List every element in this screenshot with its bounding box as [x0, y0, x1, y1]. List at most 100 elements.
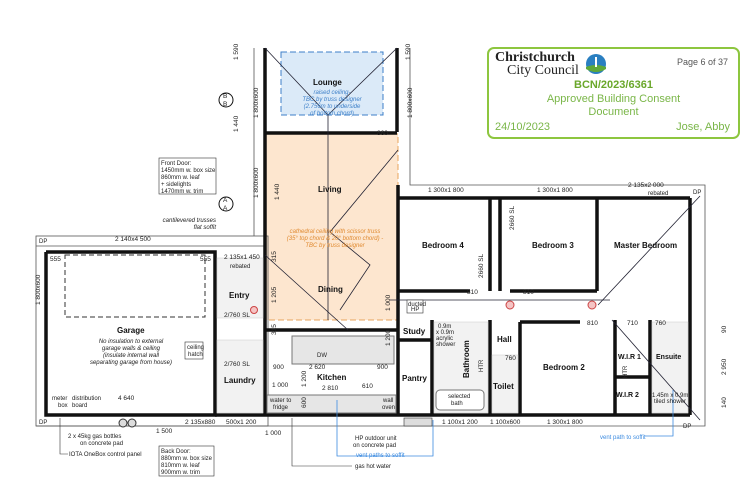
room-label-entry: Entry [229, 291, 250, 300]
svg-text:bath: bath [451, 401, 463, 407]
svg-text:1 800x600: 1 800x600 [407, 87, 414, 118]
room-label-bedroom-3: Bedroom 3 [532, 241, 574, 250]
ceiling-hatch-label: ceiling hatch [187, 345, 204, 358]
svg-text:2 135x880: 2 135x880 [185, 419, 216, 426]
svg-text:1 800x600: 1 800x600 [253, 87, 260, 118]
svg-text:1470mm w. trim: 1470mm w. trim [161, 189, 203, 195]
svg-text:TBC by truss designer: TBC by truss designer [305, 243, 365, 249]
consent-status: Approved Building Consent Document [546, 93, 681, 118]
svg-text:Front Door:: Front Door: [161, 161, 192, 167]
svg-text:1450mm w. box size: 1450mm w. box size [161, 168, 216, 174]
svg-text:1 100x1 200: 1 100x1 200 [442, 419, 478, 426]
svg-text:meter: meter [52, 396, 67, 402]
cathedral-ceiling-note: cathedral ceiling with scissor truss (35… [287, 229, 384, 249]
svg-text:900: 900 [377, 364, 388, 371]
svg-text:box: box [58, 403, 68, 409]
svg-text:2/760 SL: 2/760 SL [224, 312, 250, 319]
svg-text:1 000: 1 000 [385, 294, 392, 311]
acrylic-shower-label: 0.9m x 0.9m acrylic shower [436, 324, 455, 348]
room-label-master-bedroom: Master Bedroom [614, 241, 677, 250]
svg-text:tiled shower: tiled shower [654, 399, 686, 405]
svg-text:900mm w. trim: 900mm w. trim [161, 470, 200, 476]
room-label-living: Living [318, 185, 342, 194]
gas-bottles-icon [118, 418, 137, 428]
svg-text:cathedral ceiling with scissor: cathedral ceiling with scissor truss [290, 229, 381, 235]
svg-text:1 205: 1 205 [271, 286, 278, 303]
svg-text:shower: shower [436, 342, 455, 348]
svg-text:+ sidelights: + sidelights [161, 182, 191, 188]
svg-text:A: A [223, 205, 228, 212]
signatory: Jose, Abby [676, 121, 730, 133]
downpipe-label: DP [693, 190, 701, 196]
wall-oven-label: wall oven [382, 398, 395, 411]
svg-text:separating garage from house): separating garage from house) [90, 360, 172, 366]
rebated-label: rebated [230, 264, 250, 270]
vent-paths [336, 390, 674, 457]
svg-text:HP outdoor unit: HP outdoor unit [355, 436, 397, 442]
water-to-fridge-label: water to fridge [269, 398, 292, 411]
svg-text:Back Door:: Back Door: [161, 449, 191, 455]
smoke-alarm-icon [587, 300, 597, 310]
back-door-note-box [158, 445, 215, 477]
consent-number: BCN/2023/6361 [574, 79, 653, 91]
walls [44, 48, 692, 417]
svg-text:1 440: 1 440 [274, 183, 281, 200]
svg-text:2/760 SL: 2/760 SL [224, 361, 250, 368]
svg-text:610: 610 [362, 383, 373, 390]
svg-text:water to: water to [269, 398, 292, 404]
downpipe-label: DP [39, 420, 47, 426]
svg-text:wall: wall [382, 398, 393, 404]
room-label-study: Study [403, 327, 426, 336]
svg-text:board: board [72, 403, 87, 409]
svg-text:hatch: hatch [188, 352, 203, 358]
garage-insulation-note: No insulation to external garage walls &… [90, 339, 172, 366]
room-label-pantry: Pantry [402, 374, 427, 383]
room-label-garage: Garage [117, 326, 145, 335]
svg-text:(2.756m to underside: (2.756m to underside [304, 104, 361, 110]
heater-label-ensuite: HTR [623, 365, 629, 378]
heater-label: HTR [479, 359, 485, 372]
svg-text:1 100x600: 1 100x600 [490, 419, 521, 426]
room-label-hall: Hall [497, 335, 512, 344]
svg-text:on concrete pad: on concrete pad [353, 443, 396, 449]
svg-text:1.45m x 0.9m: 1.45m x 0.9m [652, 393, 688, 399]
svg-text:A: A [223, 197, 228, 204]
lounge-ceiling-note: raised ceiling- TBC by truss designer (2… [302, 90, 362, 117]
garage-door-outline [64, 254, 206, 318]
room-label-ensuite: Ensuite [656, 354, 681, 361]
bath [435, 389, 485, 411]
svg-text:x 0.9m: x 0.9m [436, 330, 454, 336]
ducted-hp-label: ducted HP [408, 302, 426, 313]
svg-text:2 x 45kg gas bottles: 2 x 45kg gas bottles [68, 434, 121, 440]
section-marker-b: B B [218, 92, 234, 108]
room-label-bathroom: Bathroom [462, 340, 471, 378]
svg-text:2 140x4 500: 2 140x4 500 [115, 236, 151, 243]
svg-text:2 950: 2 950 [721, 358, 728, 375]
kitchen-bench [266, 394, 397, 414]
svg-text:on concrete pad: on concrete pad [80, 441, 123, 447]
svg-text:710: 710 [627, 320, 638, 327]
front-door-note: Front Door: 1450mm w. box size 860mm w. … [161, 161, 216, 195]
vent-path-note: vent path to soffit [600, 435, 646, 441]
svg-text:760: 760 [505, 355, 516, 362]
rebated-label: rebated [648, 191, 668, 197]
svg-text:1 500: 1 500 [156, 428, 173, 435]
tiled-shower-label: 1.45m x 0.9m tiled shower [652, 393, 688, 405]
svg-text:selected: selected [448, 394, 470, 400]
svg-text:0.9m: 0.9m [438, 324, 451, 330]
cantilever-note: cantilevered trusses flat soffit [163, 218, 217, 231]
svg-text:140: 140 [721, 397, 728, 408]
svg-text:860: 860 [377, 130, 388, 137]
council-name-line2: City Council [507, 63, 579, 78]
svg-text:810: 810 [587, 320, 598, 327]
svg-text:1 300x1 800: 1 300x1 800 [428, 187, 464, 194]
svg-text:2 810: 2 810 [322, 385, 339, 392]
svg-text:raised ceiling-: raised ceiling- [313, 90, 350, 96]
svg-text:2660 SL: 2660 SL [478, 253, 485, 278]
hp-outdoor-unit [403, 417, 433, 427]
svg-text:1 440: 1 440 [233, 115, 240, 132]
svg-text:760: 760 [655, 320, 666, 327]
front-door-note-box [158, 157, 217, 195]
svg-text:fridge: fridge [273, 405, 289, 411]
svg-text:90: 90 [721, 325, 728, 333]
